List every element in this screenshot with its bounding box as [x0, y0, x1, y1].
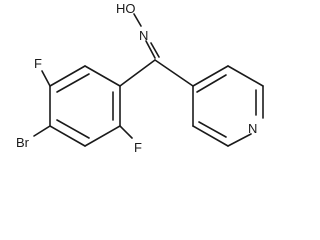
- pyridine-nitrogen-label: N: [248, 121, 257, 136]
- bond-n-c-double-b: [150, 42, 160, 58]
- bond-c-f-upper: [41, 70, 51, 87]
- bond-o-n: [133, 13, 142, 27]
- pyridine-bond-1-inner: [196, 74, 227, 93]
- ring-bond-4: [49, 125, 86, 147]
- pyridine-bond-5-inner: [198, 121, 227, 138]
- ring-bond-4-inner: [56, 119, 90, 139]
- bond-c-pyridyl: [154, 59, 194, 87]
- pyridine-bond-1: [192, 65, 229, 87]
- ring-bond-1: [84, 65, 121, 87]
- ring-bond-2: [49, 65, 86, 87]
- pyridine-bond-4: [227, 133, 252, 147]
- molecule-diagram: HO N F Br F N: [16, 1, 264, 155]
- fluorine-lower-label: F: [134, 140, 142, 155]
- ring-bond-2-inner: [56, 73, 90, 93]
- hydroxyl-label: HO: [116, 1, 136, 16]
- pyridine-bond-5: [192, 125, 229, 147]
- pyridine-bond-2: [227, 65, 264, 87]
- oxime-nitrogen-label: N: [139, 28, 148, 43]
- fluorine-upper-label: F: [34, 56, 42, 71]
- bromine-label: Br: [16, 135, 30, 150]
- bond-n-c-double-a: [145, 40, 156, 59]
- structure-canvas: HO N F Br F N: [16, 1, 264, 155]
- bond-c-f-lower: [119, 125, 133, 139]
- bond-c-phenyl: [119, 59, 156, 87]
- bond-c-br: [33, 125, 51, 137]
- ring-bond-5: [84, 125, 121, 147]
